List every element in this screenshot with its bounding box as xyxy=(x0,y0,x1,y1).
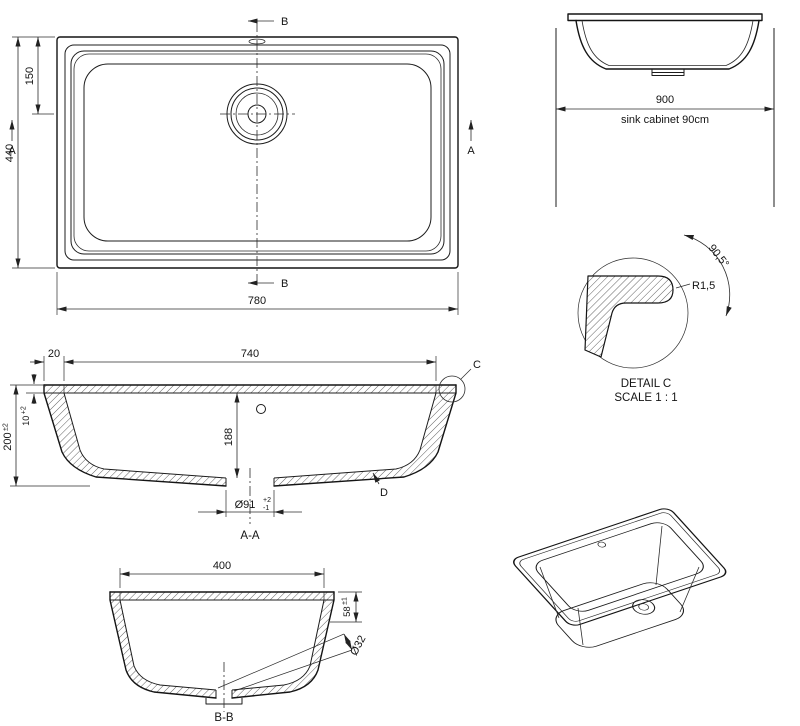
dim-radius-label: R1,5 xyxy=(692,280,715,292)
aa-rim-inner-edges xyxy=(63,385,437,393)
cabinet-width-label: sink cabinet 90cm xyxy=(621,114,709,126)
aa-left-outer-wall xyxy=(43,384,227,487)
dim-200: 200±2 xyxy=(2,384,90,487)
dim-150-label: 150 xyxy=(24,67,36,85)
bb-rim-inner-edges xyxy=(119,592,325,600)
dim-440-label: 440 xyxy=(4,144,16,162)
dim-angle-label: 90,5° xyxy=(706,242,731,270)
dim-drain-91: Ø91 +2 -1 xyxy=(198,490,302,517)
dim-150: 150 xyxy=(24,36,54,115)
bb-left-wall-hatch xyxy=(110,600,216,698)
detail-c-title: DETAIL C xyxy=(621,378,671,390)
dim-400: 400 xyxy=(119,560,325,588)
aa-left-wall-hatch xyxy=(44,393,226,486)
sink-front-bowl-inner xyxy=(581,20,754,66)
label-d-callout: D xyxy=(372,472,388,499)
section-b-label-top: B xyxy=(281,16,288,28)
iso-bowl-bottom xyxy=(555,582,685,648)
dim-900: 900 sink cabinet 90cm xyxy=(555,94,775,126)
sink-front-rim xyxy=(567,13,763,22)
dim-91-tol-minus: -1 xyxy=(263,505,269,512)
section-a-label-left: A xyxy=(8,145,16,157)
detail-c-scale: SCALE 1 : 1 xyxy=(614,392,677,404)
iso-overflow-hole xyxy=(597,541,607,548)
aa-right-inner-wall xyxy=(273,392,437,479)
sink-front-drain-fitting xyxy=(651,69,685,76)
section-bb-title: B-B xyxy=(214,712,234,724)
label-d: D xyxy=(380,487,388,499)
front-view: 900 sink cabinet 90cm xyxy=(555,13,775,207)
sink-front-bowl-outer xyxy=(575,19,760,70)
radius-leader xyxy=(675,283,691,289)
dim-58-label: 58 xyxy=(342,606,353,617)
section-aa-title: A-A xyxy=(240,530,260,542)
dim-780-label: 780 xyxy=(248,295,266,307)
svg-text:10+2: 10+2 xyxy=(21,406,32,426)
svg-text:58±1: 58±1 xyxy=(342,597,354,617)
dim-10-tol: +2 xyxy=(21,406,28,414)
bb-right-outer-wall xyxy=(231,591,335,699)
rim-section-hatched xyxy=(584,275,674,358)
dim-188: 188 xyxy=(223,392,240,479)
aa-right-outer-wall xyxy=(273,384,457,487)
section-a-label-right: A xyxy=(467,145,475,157)
bb-left-outer-wall xyxy=(109,591,217,699)
bb-left-inner-wall xyxy=(119,599,217,691)
dim-10: 10+2 xyxy=(10,374,44,426)
iso-rim-outer xyxy=(513,508,727,626)
aa-rim-hatch xyxy=(44,385,456,393)
dim-188-label: 188 xyxy=(223,428,235,446)
dim-91-tol-plus: +2 xyxy=(263,497,271,504)
bb-right-wall-hatch xyxy=(232,600,334,698)
angle-dimension-arc xyxy=(683,234,732,317)
detail-c-view: 90,5° R1,5 DETAIL C SCALE 1 : 1 xyxy=(577,234,732,404)
dim-91-label: Ø91 xyxy=(235,499,256,511)
aa-drain-edges xyxy=(225,478,275,486)
dim-440: 440 xyxy=(4,36,55,269)
dim-740-label: 740 xyxy=(241,348,259,360)
dim-32-label: Ø32 xyxy=(348,634,368,658)
iso-drain-outer xyxy=(632,599,656,615)
svg-text:200±2: 200±2 xyxy=(2,423,14,451)
section-b-label-bottom: B xyxy=(281,278,288,290)
dim-20: 20 xyxy=(30,348,60,381)
dim-58-tol: ±1 xyxy=(342,597,349,605)
dim-400-label: 400 xyxy=(213,560,231,572)
dim-10-label: 10 xyxy=(21,416,31,426)
bb-right-inner-wall xyxy=(231,599,325,691)
dim-58: 58±1 xyxy=(330,591,362,623)
bb-drain-edges xyxy=(215,690,233,698)
section-aa-view: 20 740 C 10+2 200±2 xyxy=(2,348,481,542)
dim-20-label: 20 xyxy=(48,348,60,360)
aa-right-wall-hatch xyxy=(274,393,456,486)
sink-outer-edge xyxy=(56,36,459,269)
dim-200-label: 200 xyxy=(2,432,14,450)
bb-rim-hatch xyxy=(110,592,334,600)
detail-callout-label: C xyxy=(473,359,481,371)
dim-200-tol: ±2 xyxy=(3,423,10,431)
sink-bowl-bottom-edge xyxy=(83,63,432,242)
section-bb-view: 400 58±1 Ø32 B-B xyxy=(109,560,369,724)
sink-rim-line-1 xyxy=(64,44,451,261)
dim-740: 740 xyxy=(63,348,437,381)
sink-rim-line-2 xyxy=(70,50,445,255)
iso-drain-inner xyxy=(638,603,650,611)
iso-rim-inner-line xyxy=(519,512,721,622)
detail-c-callout: C xyxy=(438,359,481,403)
aa-overflow-hole xyxy=(256,404,266,414)
sink-bowl-top-edge xyxy=(73,53,442,252)
dim-780: 780 xyxy=(56,272,459,315)
top-view: B B A A 440 150 780 xyxy=(4,16,475,315)
dim-900-label: 900 xyxy=(656,94,674,106)
aa-left-inner-wall xyxy=(63,392,227,479)
iso-bowl-corner-edges xyxy=(539,525,700,646)
iso-bowl-top-edge xyxy=(535,522,704,612)
isometric-view xyxy=(513,508,727,648)
